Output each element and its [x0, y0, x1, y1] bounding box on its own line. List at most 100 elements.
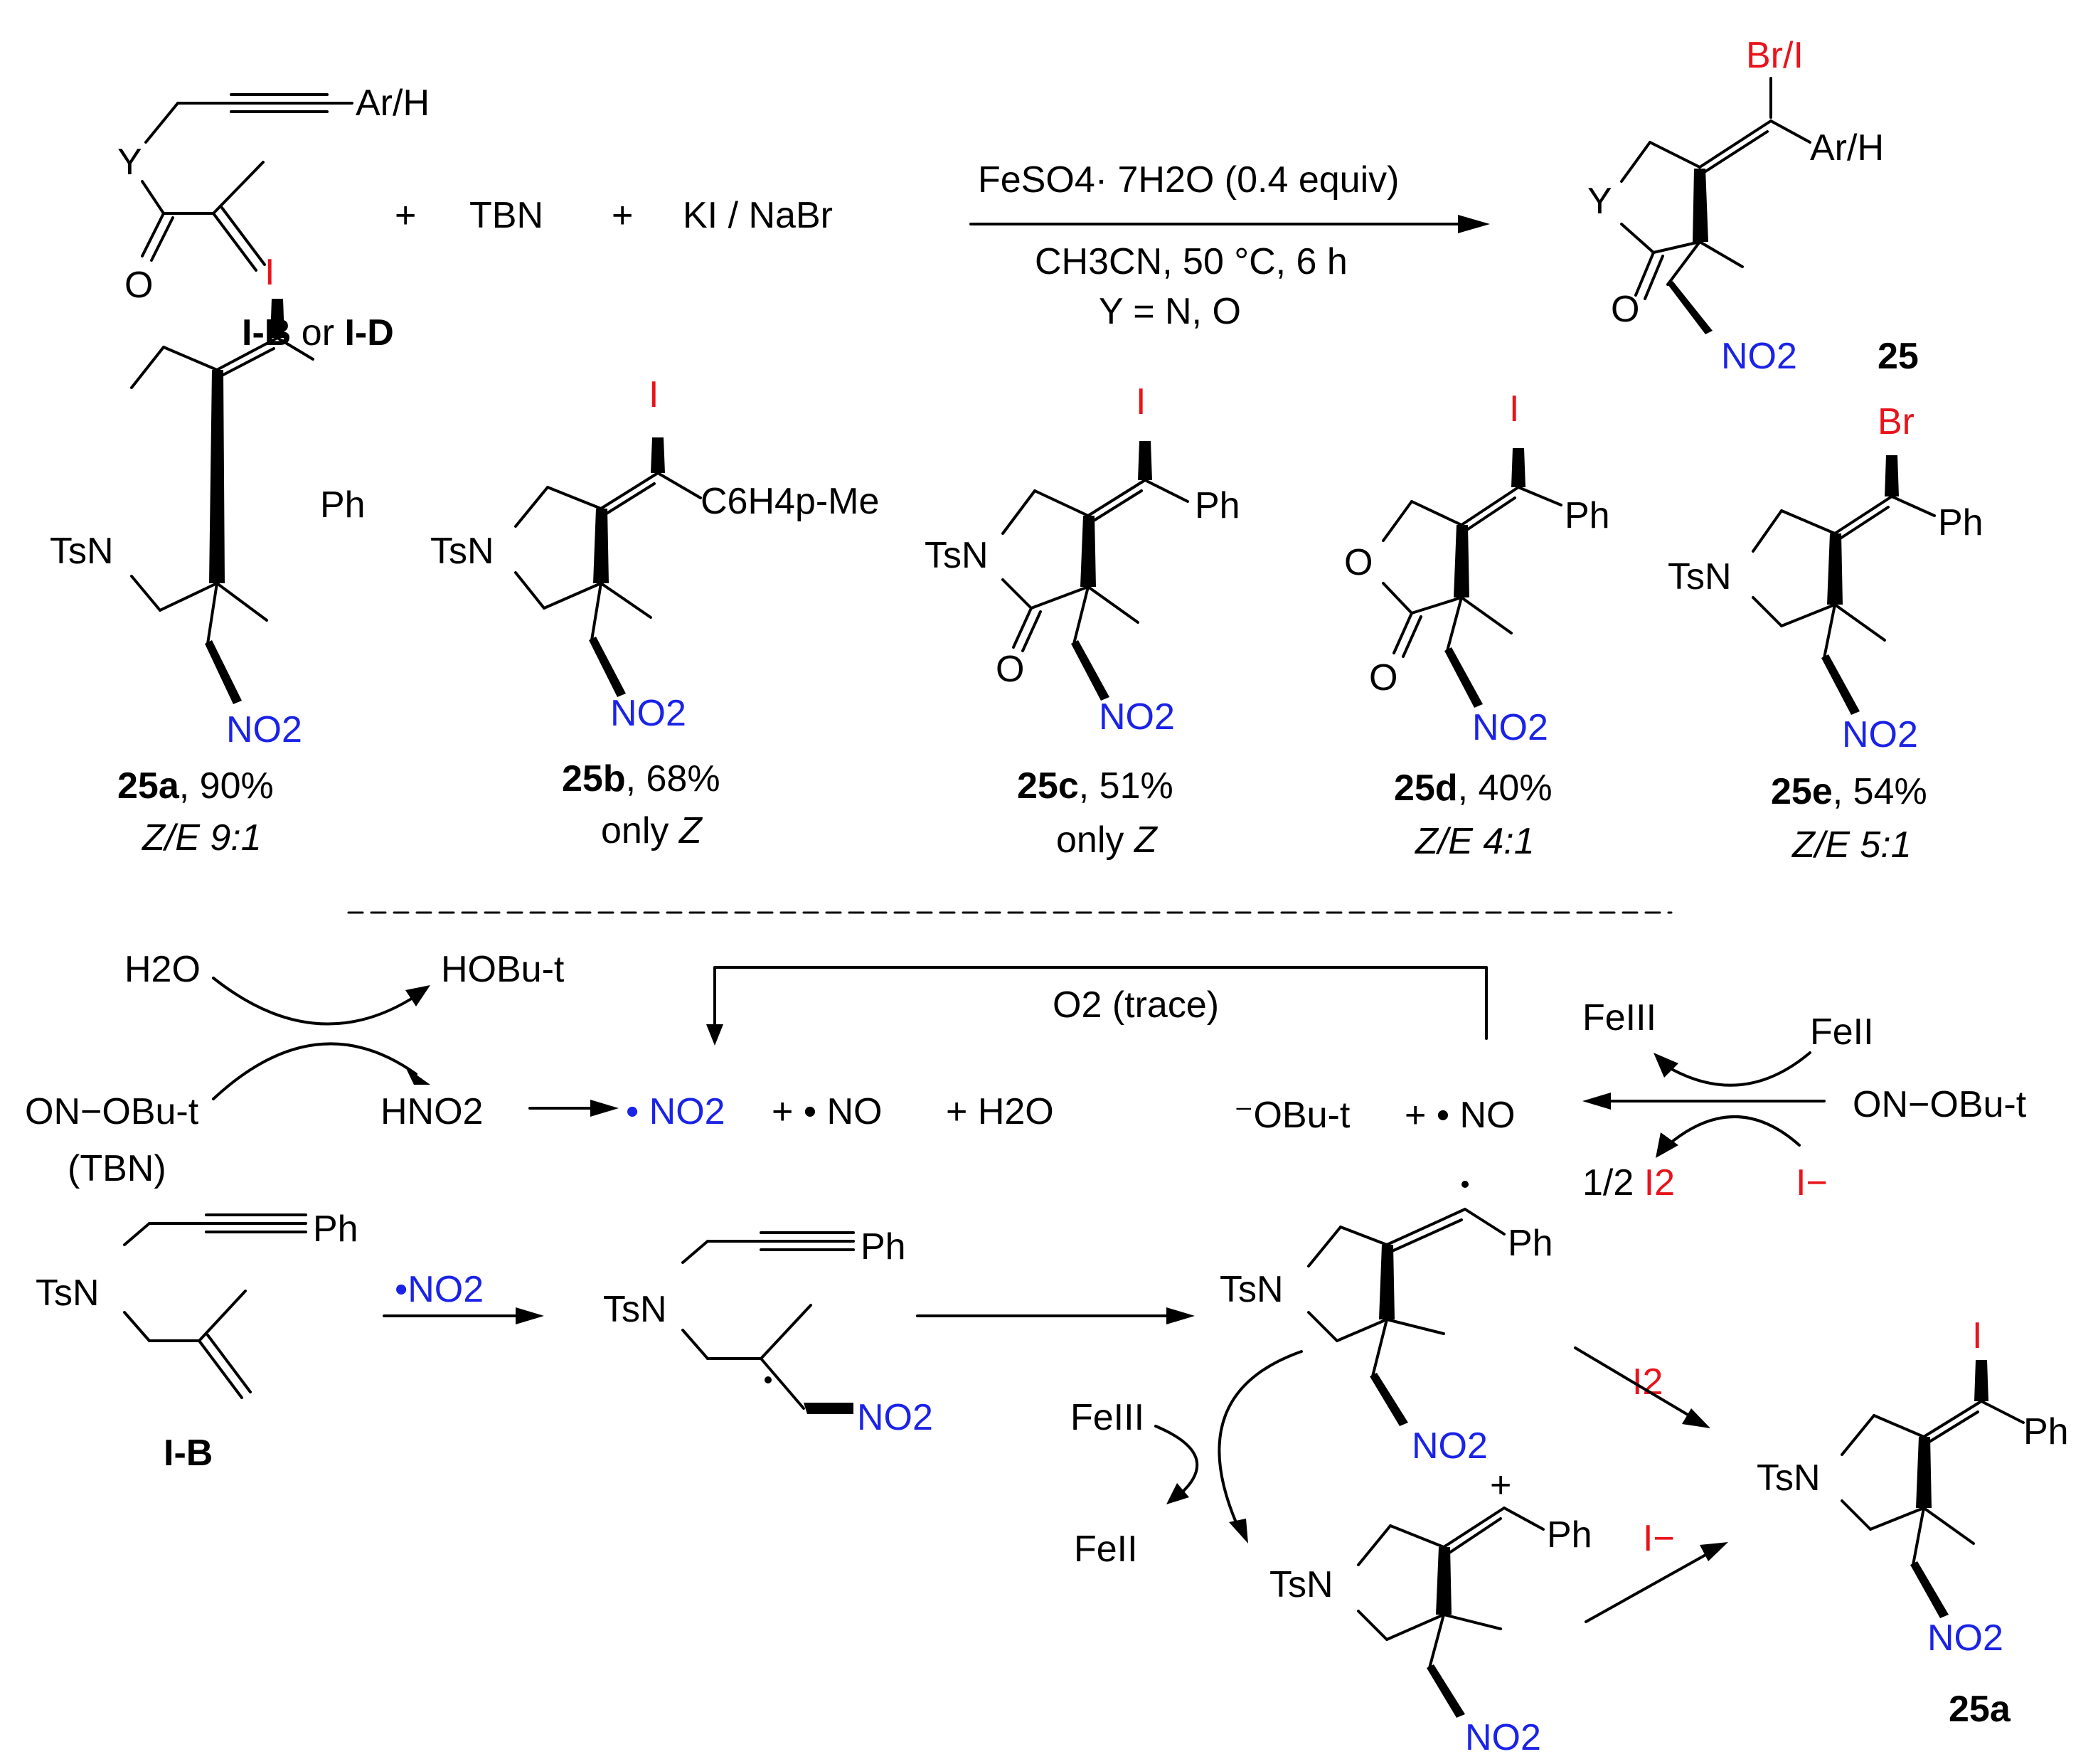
radical-addition-arrow: •NO2: [383, 1269, 544, 1324]
tbn-hydrolysis: H2O HOBu-t ON−OBu-t (TBN) HNO2 • NO2 + •…: [25, 949, 1054, 1189]
aryl-25d: Ph: [1565, 495, 1610, 536]
no2-radical: • NO2: [626, 1091, 725, 1132]
fe3-oxidant: FeIII: [1070, 1397, 1144, 1438]
carbonyl-O-25d: O: [1369, 657, 1397, 698]
tsn-radical-int: TsN: [603, 1289, 667, 1330]
alkyl-radical-intermediate: Ph TsN NO2: [603, 1226, 933, 1438]
aryl-25c: Ph: [1195, 485, 1240, 526]
conditions-solvent: CH3CN, 50 °C, 6 h: [1035, 241, 1348, 282]
tsn-vinyl-cation: TsN: [1269, 1564, 1333, 1605]
substrate-IB: Ph TsN I-B: [36, 1208, 358, 1474]
nitro-vinyl-radical: NO2: [1412, 1425, 1488, 1467]
ring-25b: TsN: [430, 531, 494, 572]
halogen-25e: Br: [1878, 401, 1915, 442]
phenyl-final: Ph: [2023, 1411, 2069, 1452]
fe-iodide-cycle: ⁻OBu-t + • NO ON−OBu-t FeIII FeII 1/2 I2…: [1234, 997, 2027, 1204]
halogen-25c: I: [1136, 381, 1146, 423]
aryl-25a-label: Ph: [320, 484, 366, 526]
ring-25d: O: [1344, 542, 1373, 583]
tbn-formula: ON−OBu-t: [25, 1091, 199, 1132]
label-final-25a: 25a: [1949, 1689, 2011, 1730]
aryl-25b: C6H4p-Me: [701, 481, 879, 522]
label-IB: I-B: [164, 1433, 213, 1474]
fe3-label: FeIII: [1582, 997, 1656, 1038]
plus-sign-1: +: [395, 195, 416, 236]
reaction-arrow: FeSO4· 7H2O (0.4 equiv) CH3CN, 50 °C, 6 …: [969, 159, 1490, 332]
aryl-25e: Ph: [1938, 502, 1983, 543]
product-atom-Y: Y: [1587, 181, 1612, 222]
atom-Y: Y: [117, 142, 142, 183]
product-25-general: Br/I Ar/H Y O NO2 25: [1587, 35, 1919, 377]
vinyl-radical-intermediate: Ph TsN NO2: [1220, 1181, 1553, 1467]
alkyne-substituent-ArH: Ar/H: [356, 83, 430, 124]
selectivity-25b: only Z: [601, 810, 703, 851]
nitro-25a: NO2: [226, 709, 302, 750]
phenyl-radical-int: Ph: [861, 1226, 906, 1268]
half-i2: 1/2 I2: [1582, 1162, 1675, 1204]
selectivity-25e: Z/E 5:1: [1791, 824, 1912, 866]
product-25a: I Ph TsN NO2 25a, 90% Z/E 9:1: [50, 252, 366, 859]
nitro-final: NO2: [1927, 1617, 2003, 1659]
conditions-catalyst: FeSO4· 7H2O (0.4 equiv): [978, 159, 1399, 201]
o2-recycle-loop: O2 (trace): [706, 966, 1488, 1046]
tbn-name: (TBN): [68, 1148, 166, 1189]
plus-no-radical: + • NO: [772, 1091, 882, 1132]
halogen-25a: I: [265, 252, 275, 293]
oxidation-step: FeIII FeII: [1070, 1350, 1303, 1570]
product-carbonyl-O: O: [1611, 289, 1639, 330]
carbonyl-O-25c: O: [996, 649, 1024, 690]
product-25b: I C6H4p-Me TsN NO2 25b, 68% only Z: [430, 374, 879, 851]
nitro-25c: NO2: [1099, 696, 1175, 738]
label-25d: 25d, 40%: [1394, 767, 1553, 809]
phenyl-vinyl-radical: Ph: [1508, 1223, 1553, 1264]
cation-plus: +: [1490, 1465, 1511, 1506]
nitro-25b: NO2: [610, 693, 686, 734]
selectivity-25c: only Z: [1056, 819, 1159, 861]
phenyl-IB: Ph: [313, 1208, 358, 1250]
product-ArH: Ar/H: [1810, 127, 1884, 169]
no2-radical-reagent: •NO2: [395, 1269, 484, 1310]
carbonyl-O: O: [124, 265, 153, 306]
tsn-IB: TsN: [36, 1272, 100, 1314]
water-label: H2O: [124, 949, 201, 990]
tsn-vinyl-radical: TsN: [1220, 1269, 1284, 1310]
reactant-label: I-B or I-D: [242, 312, 394, 354]
conditions-Y: Y = N, O: [1099, 291, 1241, 332]
label-25e: 25e, 54%: [1771, 771, 1927, 812]
nitro-25d: NO2: [1472, 707, 1548, 748]
label-25c: 25c, 51%: [1017, 765, 1173, 807]
nitro-25e: NO2: [1842, 714, 1918, 755]
product-nitro: NO2: [1721, 336, 1797, 377]
product-25c: I Ph TsN O NO2 25c, 51% only Z: [925, 381, 1240, 861]
tsn-final: TsN: [1757, 1457, 1821, 1499]
ring-25e: TsN: [1668, 556, 1732, 597]
o2-trace: O2 (trace): [1053, 984, 1219, 1026]
nitro-radical-int: NO2: [857, 1397, 933, 1438]
no-radical-2: + • NO: [1405, 1095, 1515, 1136]
nitro-vinyl-cation: NO2: [1465, 1717, 1541, 1758]
halogen-25d: I: [1509, 388, 1519, 430]
reagent-TBN: TBN: [469, 195, 543, 236]
fe2-label: FeII: [1810, 1011, 1874, 1053]
plus-sign-2: +: [612, 195, 633, 236]
halogen-final: I: [1972, 1315, 1982, 1356]
reagent-KI-NaBr: KI / NaBr: [683, 195, 833, 236]
fe2-reduced: FeII: [1074, 1529, 1138, 1570]
iodide-reagent: I−: [1643, 1518, 1675, 1559]
plus-water: + H2O: [946, 1091, 1054, 1132]
label-25b: 25b, 68%: [562, 758, 720, 799]
ring-25c: TsN: [925, 535, 989, 576]
hobu-label: HOBu-t: [441, 949, 565, 990]
label-25a: 25a, 90%: [117, 765, 274, 807]
halogen-25b: I: [649, 374, 659, 415]
obu-anion: ⁻OBu-t: [1234, 1095, 1351, 1136]
product-25e: Br Ph TsN NO2 25e, 54% Z/E 5:1: [1668, 401, 1983, 866]
iodide-label: I−: [1796, 1162, 1828, 1204]
selectivity-25d: Z/E 4:1: [1414, 821, 1535, 862]
tbn-formula-2: ON−OBu-t: [1853, 1084, 2027, 1125]
ring-25a-label: TsN: [50, 531, 114, 572]
iodination-arrows: I2 I−: [1574, 1346, 1728, 1623]
phenyl-vinyl-cation: Ph: [1547, 1514, 1592, 1556]
product-halogen: Br/I: [1746, 35, 1804, 76]
